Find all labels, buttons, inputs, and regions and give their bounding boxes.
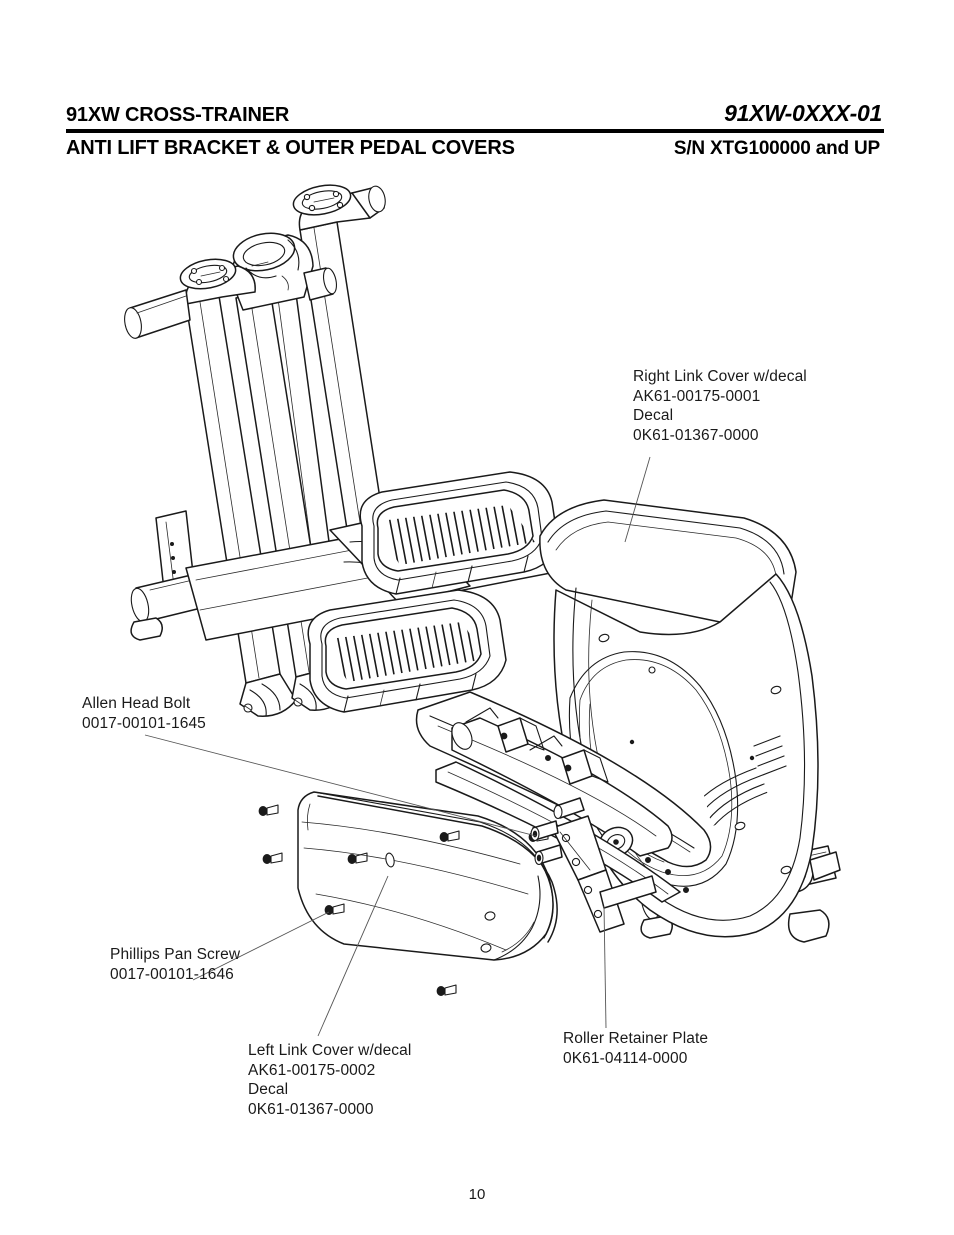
screw: [347, 852, 368, 865]
callout-left-link-cover: Left Link Cover w/decal AK61-00175-0002 …: [248, 1041, 411, 1119]
callout-line: 0017-00101-1646: [110, 965, 234, 983]
callout-line: 0K61-01367-0000: [633, 426, 759, 444]
link-arm-mounting-tabs: [465, 707, 609, 785]
screw: [436, 984, 457, 997]
allen-bolt: [534, 844, 563, 866]
part-number: 91XW-0XXX-01: [724, 100, 882, 126]
left-foot-pedal: [307, 589, 507, 713]
callout-line: AK61-00175-0002: [248, 1061, 376, 1079]
exploded-parts-illustration: .o { fill:none; stroke:#1a1a1a; stroke-w…: [0, 170, 954, 1170]
callout-line: Left Link Cover w/decal: [248, 1042, 412, 1059]
header-row-top: 91XW CROSS-TRAINER 91XW-0XXX-01: [66, 100, 884, 126]
callout-line: AK61-00175-0001: [633, 387, 761, 405]
leader-lines: [144, 456, 651, 1037]
header-divider: [66, 129, 884, 133]
screw: [258, 804, 279, 817]
callout-allen-head-bolt: Allen Head Bolt 0017-00101-1645: [82, 694, 206, 733]
callout-right-link-cover: Right Link Cover w/decal AK61-00175-0001…: [633, 367, 807, 445]
pivot-pin: [553, 797, 585, 820]
screw: [439, 830, 460, 843]
callout-line: Decal: [633, 407, 674, 424]
model-name: 91XW CROSS-TRAINER: [66, 104, 290, 126]
callout-line: 0K61-04114-0000: [563, 1049, 688, 1067]
foot-pedals: [307, 471, 559, 713]
shroud-top-deck: [539, 499, 797, 625]
callout-line: Phillips Pan Screw: [110, 946, 241, 963]
page-number: 10: [468, 1186, 486, 1203]
left-link-cover: [297, 791, 558, 961]
roller-retainer-plate: [551, 815, 657, 933]
callout-line: Decal: [248, 1081, 289, 1098]
screw: [324, 903, 345, 916]
header-row-bottom: ANTI LIFT BRACKET & OUTER PEDAL COVERS S…: [66, 137, 884, 167]
callout-line: 0017-00101-1645: [82, 714, 206, 732]
callout-phillips-pan-screw: Phillips Pan Screw 0017-00101-1646: [110, 945, 240, 984]
cross-trainer-line-drawing: .o { fill:none; stroke:#1a1a1a; stroke-w…: [124, 184, 841, 1037]
allen-head-bolts: [530, 820, 563, 866]
section-title: ANTI LIFT BRACKET & OUTER PEDAL COVERS: [66, 137, 515, 159]
callout-line: Roller Retainer Plate: [563, 1030, 709, 1047]
serial-number-range: S/N XTG100000 and UP: [673, 138, 880, 159]
screw: [262, 852, 283, 865]
right-foot-pedal: [359, 471, 559, 595]
shroud-vent-slots-upper: [753, 735, 787, 777]
page-header: 91XW CROSS-TRAINER 91XW-0XXX-01 ANTI LIF…: [66, 100, 884, 167]
callout-roller-retainer-plate: Roller Retainer Plate 0K61-04114-0000: [563, 1029, 708, 1068]
callout-line: Right Link Cover w/decal: [633, 368, 807, 385]
callout-line: Allen Head Bolt: [82, 695, 191, 712]
callout-line: 0K61-01367-0000: [248, 1100, 374, 1118]
